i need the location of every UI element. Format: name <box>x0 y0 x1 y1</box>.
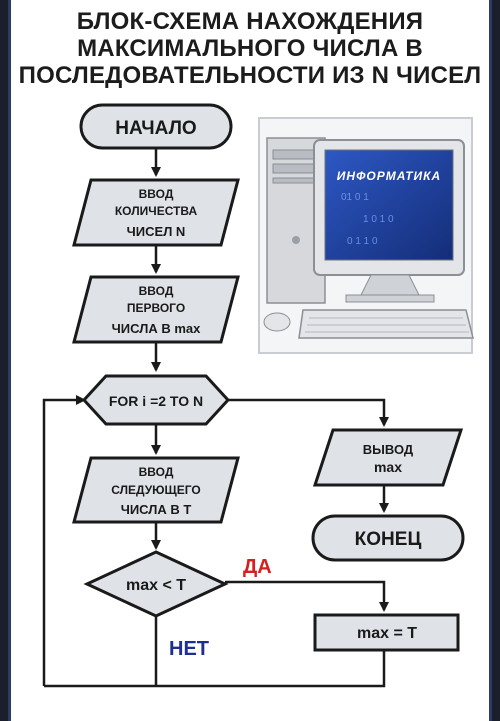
input-next-node: ВВОД СЛЕДУЮЩЕГО ЧИСЛА В T <box>72 456 240 524</box>
input-count-line-2: КОЛИЧЕСТВА <box>115 204 198 218</box>
loop-node: FOR i =2 TO N <box>81 374 231 426</box>
monitor-screen-text: ИНФОРМАТИКА <box>337 169 441 183</box>
title-line-3: ПОСЛЕДОВАТЕЛЬНОСТИ ИЗ N ЧИСЕЛ <box>18 62 482 89</box>
output-node: ВЫВОД max <box>312 428 464 487</box>
mouse-icon <box>263 312 291 332</box>
input-first-line-2: ПЕРВОГО <box>127 301 185 315</box>
assign-node: max = T <box>313 613 460 652</box>
input-count-line-1: ВВОД <box>139 187 174 201</box>
monitor-icon: 01 0 1 1 0 1 0 0 1 1 0 ИНФОРМАТИКА <box>313 139 465 303</box>
flowchart: НАЧАЛО ВВОД КОЛИЧЕСТВА ЧИСЕЛ N ВВОД ПЕРВ… <box>42 103 474 688</box>
condition-label: max < T <box>126 577 186 594</box>
computer-illustration: 01 0 1 1 0 1 0 0 1 1 0 ИНФОРМАТИКА <box>258 117 474 354</box>
arrow-loop-back <box>42 395 86 686</box>
keyboard-icon <box>298 309 474 339</box>
connectors <box>42 148 389 688</box>
arrow-loop-to-output <box>228 398 389 427</box>
title-line-2: МАКСИМАЛЬНОГО ЧИСЛА В <box>77 35 423 62</box>
start-label: НАЧАЛО <box>115 118 196 139</box>
input-next-line-3: ЧИСЛА В T <box>121 502 192 517</box>
line-assign-return <box>44 650 386 688</box>
svg-text:01 0 1: 01 0 1 <box>341 192 369 203</box>
diagram-title: БЛОК-СХЕМА НАХОЖДЕНИЯ МАКСИМАЛЬНОГО ЧИСЛ… <box>11 8 489 89</box>
end-label: КОНЕЦ <box>355 529 422 550</box>
assign-label: max = T <box>357 625 417 642</box>
input-count-line-3: ЧИСЕЛ N <box>127 224 186 239</box>
input-first-line-1: ВВОД <box>139 284 174 298</box>
end-terminal: КОНЕЦ <box>311 514 465 562</box>
input-first-line-3: ЧИСЛА В max <box>112 321 201 336</box>
poster: БЛОК-СХЕМА НАХОЖДЕНИЯ МАКСИМАЛЬНОГО ЧИСЛ… <box>8 0 492 721</box>
input-next-line-2: СЛЕДУЮЩЕГО <box>111 483 201 497</box>
no-label: НЕТ <box>169 638 209 660</box>
yes-label: ДА <box>243 556 272 578</box>
output-line-1: ВЫВОД <box>363 442 414 457</box>
arrow-condition-yes-to-assign <box>225 580 389 612</box>
output-line-2: max <box>374 459 402 475</box>
loop-label: FOR i =2 TO N <box>109 393 203 409</box>
condition-node: max < T <box>83 550 229 618</box>
input-count-node: ВВОД КОЛИЧЕСТВА ЧИСЕЛ N <box>72 178 240 247</box>
svg-text:0 1 1 0: 0 1 1 0 <box>347 236 378 247</box>
input-first-node: ВВОД ПЕРВОГО ЧИСЛА В max <box>72 275 240 344</box>
svg-text:1 0 1 0: 1 0 1 0 <box>363 214 394 225</box>
title-line-1: БЛОК-СХЕМА НАХОЖДЕНИЯ <box>76 8 424 35</box>
start-terminal: НАЧАЛО <box>79 103 233 150</box>
input-next-line-1: ВВОД <box>139 465 174 479</box>
